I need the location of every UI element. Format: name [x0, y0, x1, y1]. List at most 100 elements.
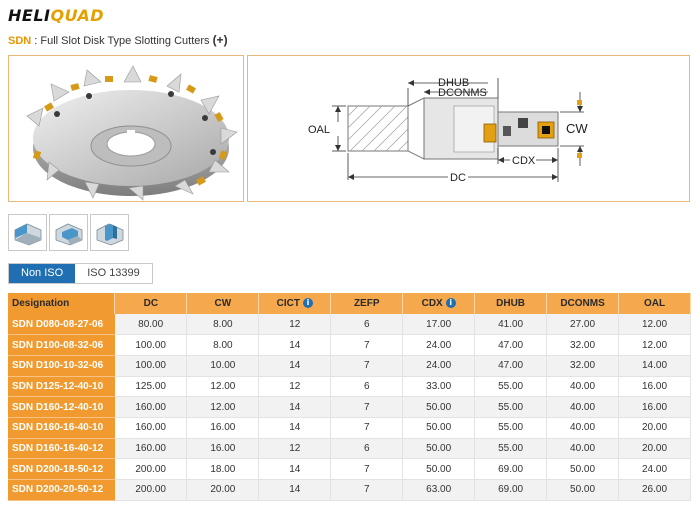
title-separator: : — [31, 35, 41, 47]
cell-dhub: 69.00 — [474, 479, 548, 501]
cell-cict: 14 — [258, 479, 332, 501]
page-title: SDN : Full Slot Disk Type Slotting Cutte… — [8, 33, 228, 47]
cell-cdx: 50.00 — [402, 458, 476, 480]
slot-shoulder-icon[interactable] — [8, 214, 47, 251]
col-cw[interactable]: CW — [186, 293, 260, 314]
info-icon[interactable]: i — [445, 298, 456, 308]
cell-dconms: 40.00 — [546, 417, 620, 439]
cell-designation[interactable]: SDN D125-12-40-10 — [8, 376, 115, 398]
cell-designation[interactable]: SDN D160-12-40-10 — [8, 396, 115, 418]
cell-oal: 20.00 — [618, 438, 691, 460]
cell-dconms: 40.00 — [546, 438, 620, 460]
dim-label-cdx: CDX — [512, 155, 536, 167]
col-oal[interactable]: OAL — [618, 293, 691, 314]
cell-designation[interactable]: SDN D200-20-50-12 — [8, 479, 115, 501]
cell-cw: 20.00 — [186, 479, 260, 501]
cell-dc: 100.00 — [114, 355, 188, 377]
cell-oal: 20.00 — [618, 417, 691, 439]
cell-cw: 8.00 — [186, 314, 260, 336]
dimension-drawing: DHUB DCONMS OAL CW CDX DC — [308, 77, 588, 184]
col-dc[interactable]: DC — [114, 293, 188, 314]
col-dhub[interactable]: DHUB — [474, 293, 548, 314]
cell-cdx: 17.00 — [402, 314, 476, 336]
cell-zefp: 7 — [330, 417, 404, 439]
brand-logo-part1: HELI — [8, 6, 51, 25]
col-zefp[interactable]: ZEFP — [330, 293, 404, 314]
cell-dhub: 55.00 — [474, 376, 548, 398]
cell-oal: 12.00 — [618, 334, 691, 356]
product-code: SDN — [8, 35, 32, 47]
brand-logo: HELIQUAD — [8, 6, 104, 25]
cell-designation[interactable]: SDN D100-08-32-06 — [8, 334, 115, 356]
cell-designation[interactable]: SDN D200-18-50-12 — [8, 458, 115, 480]
cell-cict: 12 — [258, 376, 332, 398]
cell-zefp: 6 — [330, 314, 404, 336]
dim-label-cw: CW — [566, 121, 588, 136]
expand-toggle[interactable]: (+) — [212, 33, 228, 47]
col-cict-label: CICT — [276, 298, 300, 309]
cell-oal: 16.00 — [618, 376, 691, 398]
cell-cict: 14 — [258, 417, 332, 439]
cell-oal: 24.00 — [618, 458, 691, 480]
cell-dconms: 32.00 — [546, 334, 620, 356]
cell-dc: 200.00 — [114, 479, 188, 501]
cell-cw: 12.00 — [186, 396, 260, 418]
cell-cw: 16.00 — [186, 417, 260, 439]
cell-dconms: 32.00 — [546, 355, 620, 377]
cell-dconms: 50.00 — [546, 458, 620, 480]
cell-designation[interactable]: SDN D160-16-40-12 — [8, 438, 115, 460]
cell-dhub: 47.00 — [474, 355, 548, 377]
tab-iso-13399[interactable]: ISO 13399 — [75, 264, 152, 283]
cell-cdx: 50.00 — [402, 438, 476, 460]
col-designation[interactable]: Designation — [8, 293, 116, 314]
cell-cdx: 50.00 — [402, 396, 476, 418]
dim-label-oal: OAL — [308, 124, 330, 136]
cell-zefp: 7 — [330, 479, 404, 501]
cell-dconms: 50.00 — [546, 479, 620, 501]
tab-non-iso[interactable]: Non ISO — [9, 264, 76, 283]
cell-dc: 80.00 — [114, 314, 188, 336]
cell-dconms: 40.00 — [546, 396, 620, 418]
cell-cdx: 33.00 — [402, 376, 476, 398]
cell-dhub: 47.00 — [474, 334, 548, 356]
cell-dc: 160.00 — [114, 438, 188, 460]
cutter-image — [26, 65, 238, 201]
insert-left — [483, 123, 497, 143]
cell-cdx: 24.00 — [402, 355, 476, 377]
col-cdx-label: CDX — [421, 298, 443, 309]
dim-label-dconms: DCONMS — [438, 87, 487, 99]
slot-full-icon[interactable] — [90, 214, 129, 251]
cell-dc: 100.00 — [114, 334, 188, 356]
cell-designation[interactable]: SDN D080-08-27-06 — [8, 314, 115, 336]
cell-cdx: 50.00 — [402, 417, 476, 439]
col-dconms[interactable]: DCONMS — [546, 293, 620, 314]
cell-oal: 12.00 — [618, 314, 691, 336]
cell-cict: 12 — [258, 438, 332, 460]
cell-cict: 14 — [258, 396, 332, 418]
operation-icons — [8, 214, 129, 251]
cell-designation[interactable]: SDN D100-10-32-06 — [8, 355, 115, 377]
cell-zefp: 6 — [330, 376, 404, 398]
info-icon[interactable]: i — [302, 298, 313, 308]
cell-designation[interactable]: SDN D160-16-40-10 — [8, 417, 115, 439]
slot-step-icon[interactable] — [49, 214, 88, 251]
cell-zefp: 7 — [330, 355, 404, 377]
cell-oal: 26.00 — [618, 479, 691, 501]
cell-oal: 16.00 — [618, 396, 691, 418]
cell-dc: 200.00 — [114, 458, 188, 480]
cell-cw: 12.00 — [186, 376, 260, 398]
shaft-section — [347, 97, 425, 160]
